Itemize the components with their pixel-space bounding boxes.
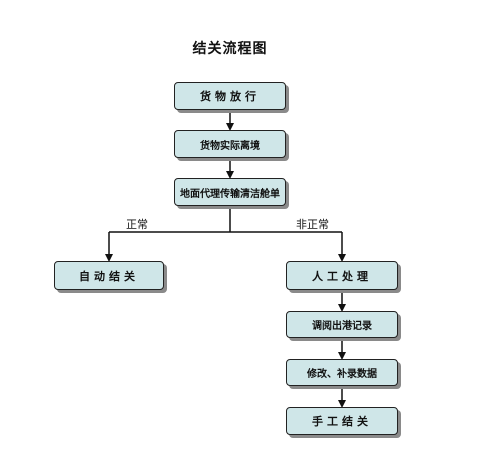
node-clean-manifest: 地面代理传输清洁舱单: [174, 178, 286, 206]
node-manual-process: 人工处理: [286, 261, 398, 290]
node-goods-departure: 货物实际离境: [174, 130, 286, 158]
node-manual-close-label: 手工结关: [312, 415, 372, 428]
page-title: 结关流程图: [192, 41, 268, 57]
node-goods-departure-label: 货物实际离境: [200, 140, 260, 152]
node-goods-release-label: 货物放行: [200, 90, 260, 103]
node-auto-close-label: 自动结关: [79, 269, 139, 283]
node-clean-manifest-label: 地面代理传输清洁舱单: [180, 188, 280, 200]
node-goods-release: 货物放行: [174, 82, 286, 110]
branch-label-normal: 正常: [126, 218, 148, 231]
node-retrieve-records: 调阅出港记录: [286, 311, 398, 338]
node-modify-data: 修改、补录数据: [286, 359, 398, 386]
node-auto-close: 自动结关: [54, 261, 164, 290]
node-modify-data-label: 修改、补录数据: [307, 369, 377, 380]
node-manual-process-label: 人工处理: [312, 269, 372, 283]
branch-label-abnormal: 非正常: [296, 218, 329, 231]
node-retrieve-records-label: 调阅出港记录: [312, 321, 372, 332]
node-manual-close: 手工结关: [286, 407, 398, 435]
